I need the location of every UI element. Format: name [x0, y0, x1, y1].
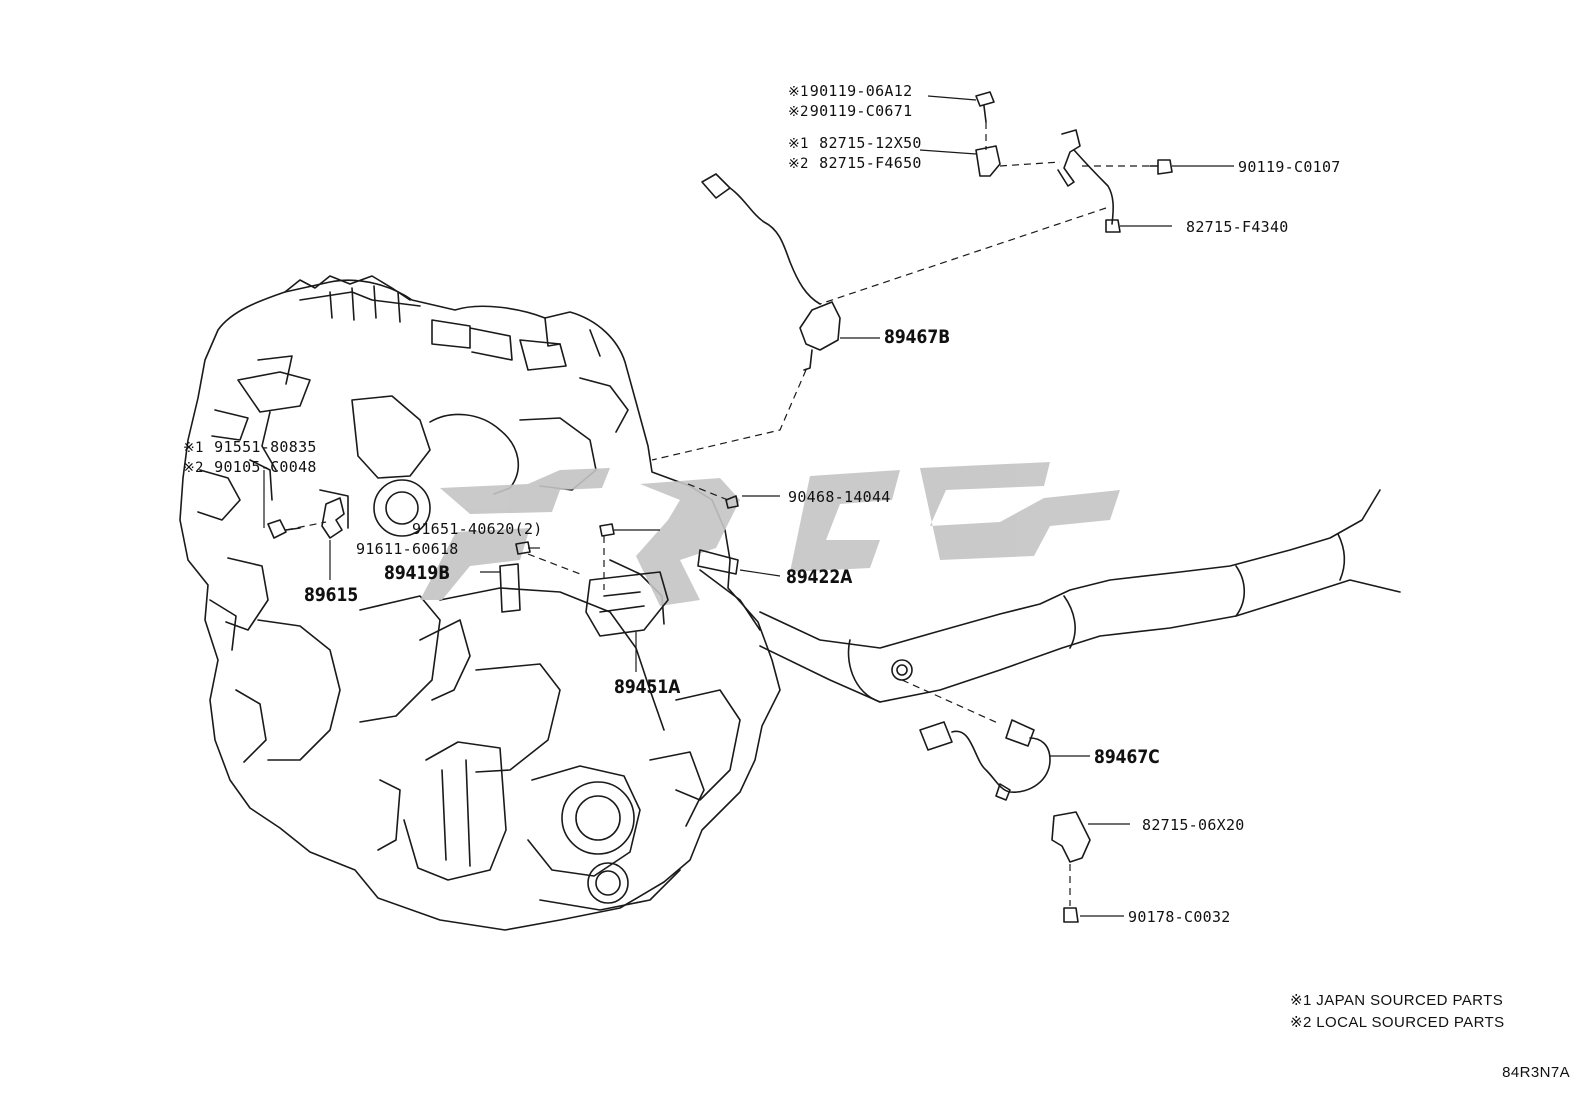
callout-91651-40620: 91651-40620(2): [412, 520, 543, 538]
callout-89467c: 89467C: [1094, 746, 1160, 768]
callout-82715-12x50: ※1 82715-12X50: [788, 134, 922, 153]
engine-transaxle-illustration: [179, 275, 781, 931]
callout-82715-06x20: 82715-06X20: [1142, 816, 1245, 834]
callout-89615: 89615: [304, 584, 359, 606]
callout-91611-60618: 91611-60618: [356, 540, 459, 558]
callout-82715-f4650: ※2 82715-F4650: [788, 154, 922, 173]
marker-2: ※2: [788, 156, 809, 172]
legend-note-2: ※2 LOCAL SOURCED PARTS: [1290, 1012, 1505, 1034]
assembly-dashed-lines: [285, 122, 1150, 906]
legend-text: LOCAL SOURCED PARTS: [1316, 1014, 1505, 1031]
marker-1: ※1: [183, 440, 204, 456]
callout-90178-c0032: 90178-C0032: [1128, 908, 1231, 926]
part-number: 90105-C0048: [214, 458, 317, 476]
exhaust-pipe-illustration: [759, 489, 1401, 703]
callout-89419b: 89419B: [384, 562, 451, 584]
callout-90105-c0048: ※2 90105-C0048: [183, 458, 317, 477]
callout-90119-06a12: ※190119-06A12: [788, 82, 912, 101]
part-number: 91551-80835: [214, 438, 317, 456]
legend-note-1: ※1 JAPAN SOURCED PARTS: [1290, 990, 1503, 1012]
callout-89422a: 89422A: [786, 566, 853, 588]
part-number: 90119-C0671: [809, 102, 913, 120]
watermark-logo: [420, 462, 1120, 606]
leader-lines: [263, 95, 1234, 917]
callout-82715-f4340: 82715-F4340: [1186, 218, 1289, 236]
callout-90468-14044: 90468-14044: [788, 488, 891, 506]
callout-90119-c0671: ※290119-C0671: [788, 102, 912, 121]
transaxle-sensors-illustration: [267, 495, 739, 637]
marker-1: ※1: [1290, 992, 1312, 1009]
part-number: 82715-F4650: [819, 154, 922, 172]
illustration-code: 84R3N7A: [1502, 1064, 1570, 1081]
marker-2: ※2: [788, 104, 809, 120]
callout-89451a: 89451A: [614, 676, 681, 698]
legend-text: JAPAN SOURCED PARTS: [1316, 992, 1504, 1009]
callout-91551-80835: ※1 91551-80835: [183, 438, 317, 457]
callout-89467b: 89467B: [884, 326, 951, 348]
air-fuel-sensor-89467c: [919, 719, 1091, 923]
marker-2: ※2: [183, 460, 204, 476]
marker-2: ※2: [1290, 1014, 1312, 1031]
callout-90119-c0107: 90119-C0107: [1238, 158, 1341, 176]
part-number: 90119-06A12: [809, 82, 913, 100]
marker-1: ※1: [788, 136, 809, 152]
part-number: 82715-12X50: [819, 134, 922, 152]
marker-1: ※1: [788, 84, 809, 100]
bracket-parts-illustration: [975, 91, 1173, 233]
air-fuel-sensor-89467b: [701, 173, 841, 371]
